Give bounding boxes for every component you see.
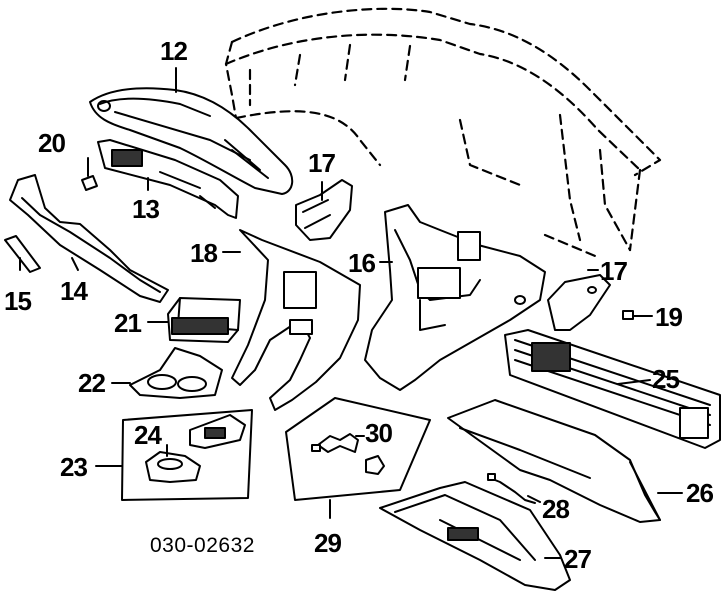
callout-17-right: 17 (600, 256, 628, 286)
callout-28: 28 (542, 494, 570, 524)
callout-21: 21 (114, 308, 142, 338)
group-box-23 (121, 409, 253, 501)
part-26-lower-panel (447, 399, 661, 523)
part-27-glovebox (379, 481, 571, 591)
part-28-cable (487, 473, 536, 504)
part-15-trim (4, 235, 41, 273)
callout-15: 15 (4, 286, 32, 316)
callout-17-left: 17 (308, 148, 336, 178)
part-19-clip (622, 310, 634, 320)
callout-22: 22 (78, 368, 106, 398)
callout-19: 19 (655, 302, 683, 332)
group-box-29 (285, 397, 431, 501)
callout-30: 30 (365, 418, 393, 448)
part-20-knob (81, 175, 98, 191)
part-17-bracket-left (295, 179, 353, 241)
callout-26: 26 (686, 478, 714, 508)
part-13-lower-panel (97, 139, 239, 219)
callout-29: 29 (314, 528, 342, 558)
callout-18: 18 (190, 238, 218, 268)
part-22-cupholder (129, 347, 223, 399)
callout-12: 12 (160, 36, 188, 66)
callout-14: 14 (60, 276, 88, 306)
part-16-center-console (364, 204, 546, 391)
leader-lines (19, 67, 683, 559)
part-14-lower-left-cover (9, 174, 169, 303)
callout-24: 24 (134, 420, 162, 450)
part-17-side-cover (547, 274, 611, 331)
callout-23: 23 (60, 452, 88, 482)
reference-code: 030-02632 (150, 534, 255, 557)
callout-13: 13 (132, 194, 160, 224)
callout-16: 16 (348, 248, 376, 278)
dashboard-outline-dashed (224, 7, 662, 260)
callout-27: 27 (564, 544, 592, 574)
part-25-vent-duct (504, 329, 721, 449)
part-21-pocket (167, 297, 241, 343)
part-18-center-bezel (231, 229, 361, 411)
part-12-cluster-hood (89, 87, 294, 195)
callout-25: 25 (652, 364, 680, 394)
callout-20: 20 (38, 128, 66, 158)
